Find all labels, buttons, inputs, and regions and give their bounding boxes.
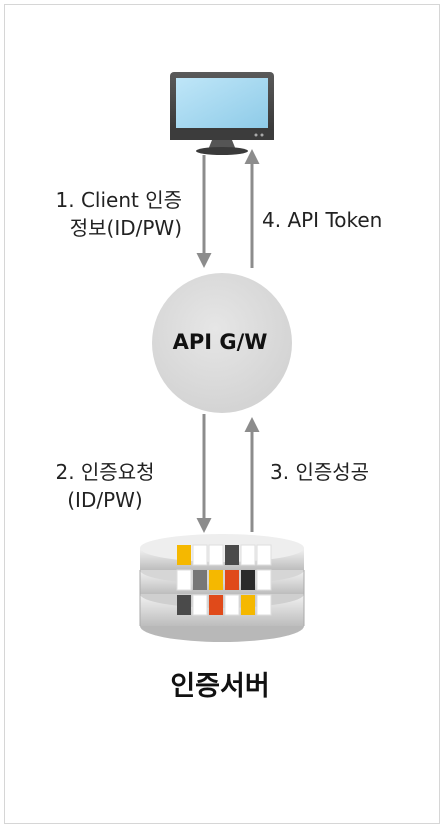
edge-4-label: 4. API Token [262,208,383,232]
edge-3-label: 3. 인증성공 [270,460,370,484]
edge-1-label-line1: 1. Client 인증 [55,188,183,212]
edge-1-label: 1. Client 인증 정보(ID/PW) [10,186,183,242]
auth-server-label: 인증서버 [170,671,270,702]
gateway-node [152,273,292,413]
gateway-label: API G/W [172,330,268,354]
edge-2-label-line2: (ID/PW) [67,488,143,512]
data-blocks [176,544,272,616]
edge-1-label-line2: 정보(ID/PW) [69,216,182,240]
edge-2-label-line1: 2. 인증요청 [55,460,155,484]
database-server-icon [139,534,305,642]
monitor-icon [170,72,274,155]
diagram-frame [4,4,440,824]
edge-2-label: 2. 인증요청 (ID/PW) [20,458,190,514]
